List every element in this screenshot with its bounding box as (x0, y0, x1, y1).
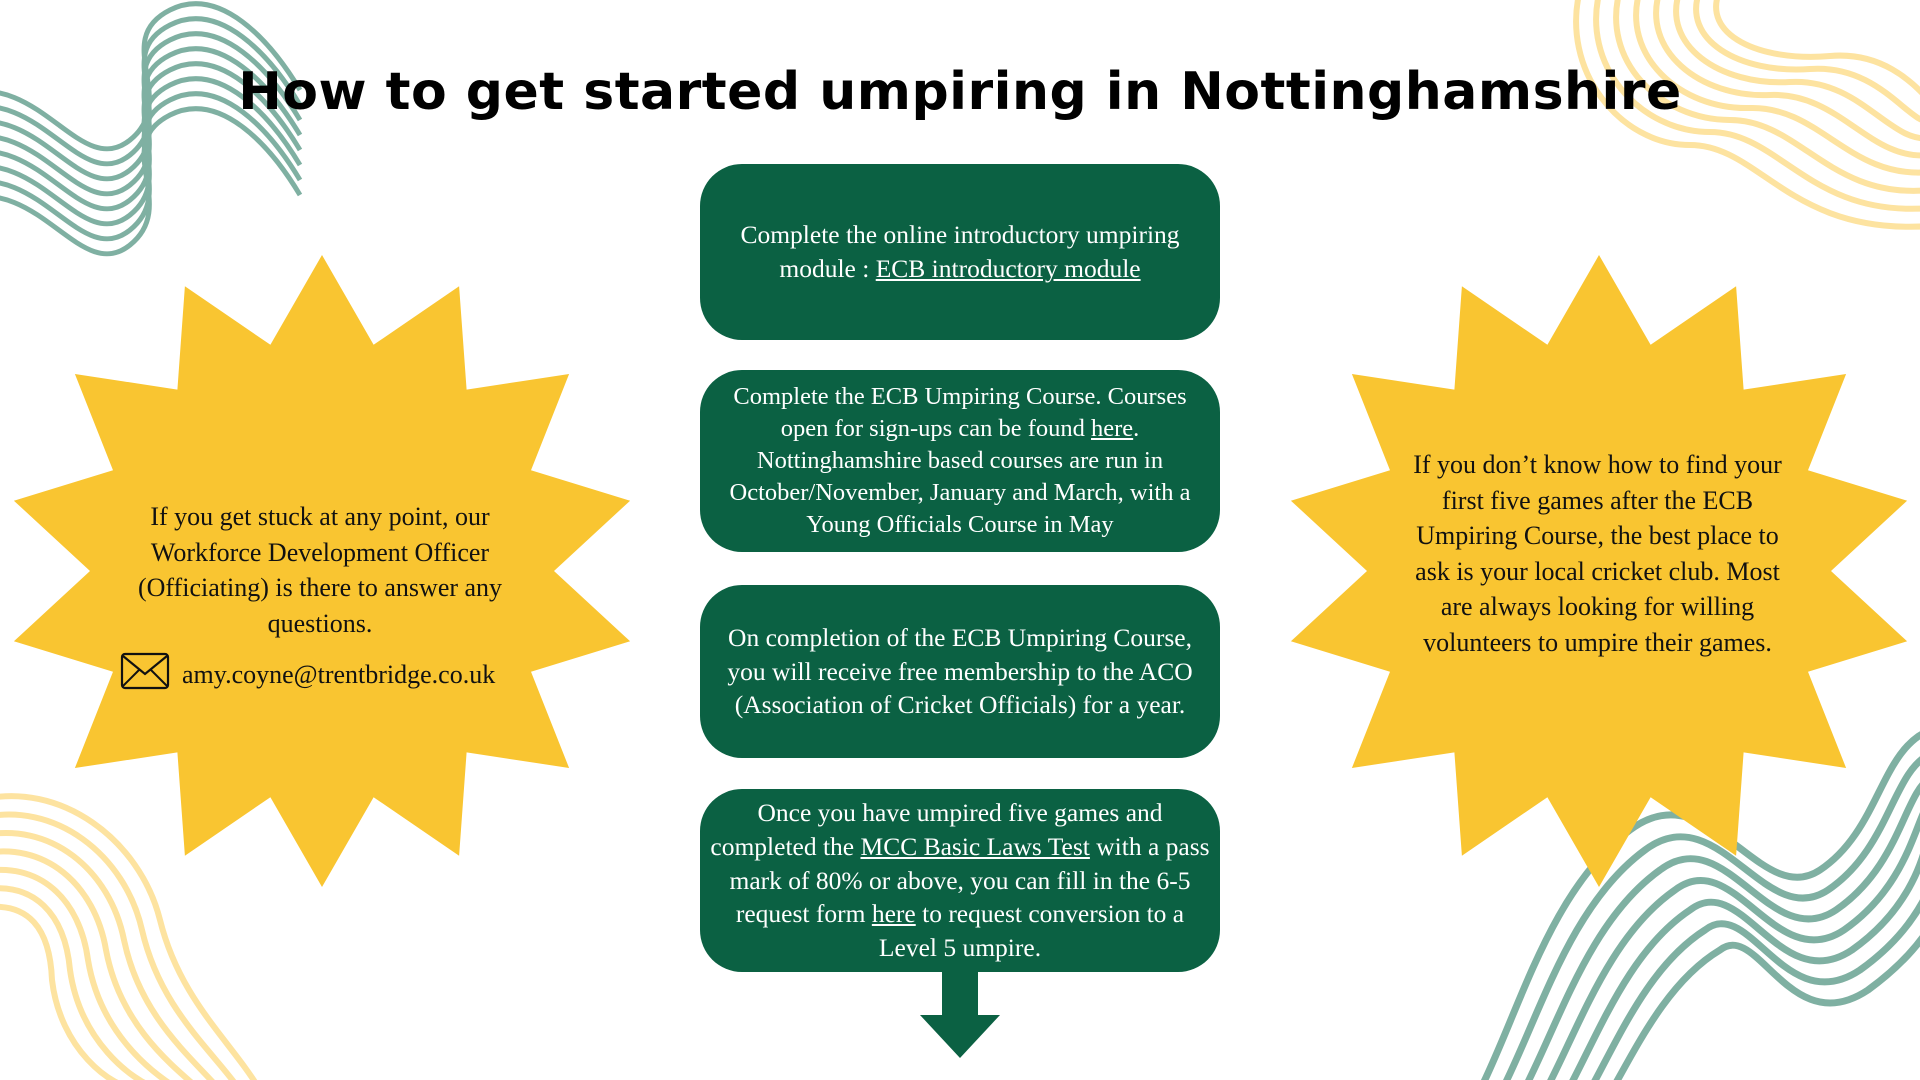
right-star-text: If you don’t know how to find your first… (1413, 450, 1782, 658)
envelope-icon (120, 652, 170, 697)
step-1-text: Complete the online introductory umpirin… (740, 220, 1180, 283)
arrow-down-icon (920, 970, 1000, 1058)
contact-email-row: amy.coyne@trentbridge.co.uk (120, 652, 495, 697)
mcc-basic-laws-test-link[interactable]: MCC Basic Laws Test (860, 832, 1090, 862)
teal-wave-top-left-decoration (0, 1, 303, 257)
cream-wave-bottom-left-decoration (0, 793, 258, 1080)
step-2-box: Complete the ECB Umpiring Course. Course… (700, 370, 1220, 552)
left-star-text: If you get stuck at any point, our Workf… (137, 502, 503, 638)
request-form-here-link[interactable]: here (871, 899, 916, 929)
step-4-text-2: with a pass mark of 80% or above, you ca… (729, 832, 1210, 929)
step-3-text: On completion of the ECB Umpiring Course… (727, 623, 1193, 720)
step-3-box: On completion of the ECB Umpiring Course… (700, 585, 1220, 758)
course-signup-here-link[interactable]: here (1090, 415, 1134, 443)
contact-email-link[interactable]: amy.coyne@trentbridge.co.uk (182, 659, 496, 689)
cream-wave-top-right-decoration (1573, 0, 1920, 230)
step-1-box: Complete the online introductory umpirin… (700, 164, 1220, 340)
step-4-text-3: to request conversion to a Level 5 umpir… (878, 899, 1185, 962)
page-title: How to get started umpiring in Nottingha… (238, 62, 1682, 122)
step-2-text-after: . Nottinghamshire based courses are run … (729, 415, 1191, 538)
ecb-introductory-module-link[interactable]: ECB introductory module (875, 254, 1141, 283)
step-2-text: Complete the ECB Umpiring Course. Course… (733, 383, 1187, 443)
step-4-text-1: Once you have umpired five games and com… (710, 798, 1163, 862)
step-4-box: Once you have umpired five games and com… (700, 789, 1220, 972)
